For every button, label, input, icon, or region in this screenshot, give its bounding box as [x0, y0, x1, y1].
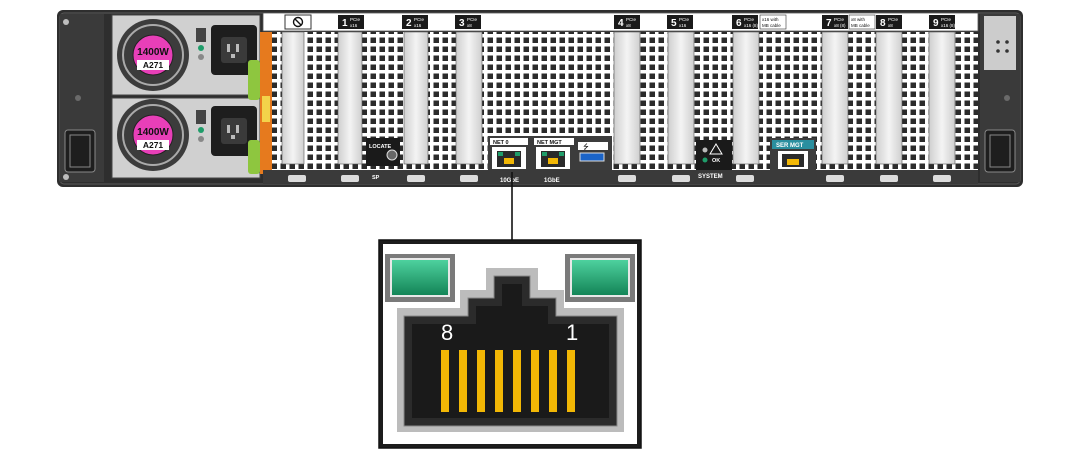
usb-icon: ⭍: [583, 143, 589, 151]
slot-number: 7: [826, 18, 832, 29]
ser-mgt: SER MGT: [770, 138, 816, 170]
slot-note: MB cable: [851, 23, 870, 28]
psu-led-icon: [198, 136, 204, 142]
pin-contact: [495, 350, 503, 412]
slot-number: 9: [933, 18, 939, 29]
ser-mgt-label: SER MGT: [776, 143, 804, 149]
slot-number: 5: [671, 18, 677, 29]
activity-led-icon: [570, 258, 630, 297]
slot-lanes: x16 (8): [941, 23, 956, 28]
slot-lanes: x8: [626, 23, 631, 28]
slot-lanes: x8 (8): [834, 23, 846, 28]
slot-type: PCIe: [350, 17, 361, 22]
slot-type: PCIe: [834, 17, 845, 22]
slot-type: PCIe: [679, 17, 690, 22]
pcie-slot-8[interactable]: [821, 31, 849, 165]
pcie-slot-3[interactable]: [403, 31, 429, 165]
pcie-slot-10[interactable]: [928, 31, 956, 165]
psu-model: A271: [143, 60, 164, 70]
power-supply-1[interactable]: 1400W A271: [111, 14, 261, 96]
slot-number: 4: [618, 18, 624, 29]
no-entry-icon: [292, 16, 304, 28]
pcie-slot-6[interactable]: [667, 31, 695, 165]
ok-led-icon: [702, 157, 708, 163]
warning-icon: [709, 143, 723, 155]
slot-type: PCIe: [414, 17, 425, 22]
screw-icon: [63, 19, 69, 25]
slot-type: PCIe: [467, 17, 478, 22]
system-indicators: OK SYSTEM: [696, 140, 732, 180]
slot-lanes: x16: [414, 23, 422, 28]
sp-label: SP: [372, 175, 380, 181]
pin-contact: [459, 350, 467, 412]
slot-note: MB cable: [762, 23, 781, 28]
psu-led-icon: [198, 127, 204, 133]
system-label: SYSTEM: [698, 174, 723, 180]
slot-number: 2: [406, 18, 412, 29]
ok-label: OK: [712, 158, 720, 164]
slot-lanes: x8: [467, 23, 472, 28]
psu-model: A271: [143, 140, 164, 150]
pin-contact: [531, 350, 539, 412]
slot-number: 3: [459, 18, 465, 29]
link-led-icon: [390, 258, 450, 297]
io-block: NET 0 NET MGT ⭍: [488, 136, 612, 170]
psu-led-icon: [198, 54, 204, 60]
pin-contact: [477, 350, 485, 412]
net0-label: NET 0: [493, 140, 509, 146]
psu-wattage: 1400W: [137, 47, 169, 58]
slot-number: 1: [342, 18, 348, 29]
locate-label: LOCATE: [369, 144, 392, 150]
pcie-slot-9[interactable]: [875, 31, 903, 165]
slot-lanes: x16: [679, 23, 687, 28]
rail-latch-right[interactable]: [984, 129, 1016, 173]
pcie-slot-fillers: [281, 31, 956, 165]
psu-led-icon: [198, 45, 204, 51]
pin-contact: [567, 350, 575, 412]
slot-type: PCIe: [626, 17, 637, 22]
slot-type: PCIe: [744, 17, 755, 22]
slot-note: x16 with: [762, 17, 779, 22]
slot-lanes: x8: [888, 23, 893, 28]
warning-icon: [262, 96, 270, 122]
pin-contact: [441, 350, 449, 412]
net-mgt-speed: 1GbE: [544, 178, 560, 184]
psu-release-lever[interactable]: [248, 140, 260, 174]
net0-speed: 10GbE: [500, 178, 519, 184]
locate-icon: [386, 149, 398, 161]
usb-port[interactable]: [579, 152, 605, 162]
pin-1-label: 1: [566, 320, 578, 345]
pin-contact: [513, 350, 521, 412]
locate-button[interactable]: LOCATE: [366, 138, 400, 166]
screw-icon: [63, 174, 69, 180]
slot-number: 6: [736, 18, 742, 29]
pcie-slot-7[interactable]: [732, 31, 760, 165]
slot-number: 8: [880, 18, 886, 29]
slot-latches: [288, 175, 951, 182]
slot-note: x8 with: [851, 17, 866, 22]
service-led-icon: [702, 147, 708, 153]
pcie-slot-1[interactable]: [281, 31, 305, 165]
psu-release-lever[interactable]: [248, 60, 260, 100]
rj45-detail: 8 1: [378, 239, 642, 449]
slot-lanes: x16 (8): [744, 23, 759, 28]
net-mgt-label: NET MGT: [537, 140, 562, 146]
pcie-slot-4[interactable]: [455, 31, 483, 165]
slot-type: PCIe: [941, 17, 952, 22]
power-supply-2[interactable]: 1400W A271: [111, 97, 261, 179]
psu-wattage: 1400W: [137, 127, 169, 138]
rail-latch-left[interactable]: [64, 129, 96, 173]
slot-lanes: x16: [350, 23, 358, 28]
rj45-contacts: [441, 350, 575, 412]
pin-8-label: 8: [441, 320, 453, 345]
pcie-slot-2[interactable]: [337, 31, 363, 165]
slot-type: PCIe: [888, 17, 899, 22]
pcie-slot-5[interactable]: [613, 31, 641, 165]
pin-contact: [549, 350, 557, 412]
